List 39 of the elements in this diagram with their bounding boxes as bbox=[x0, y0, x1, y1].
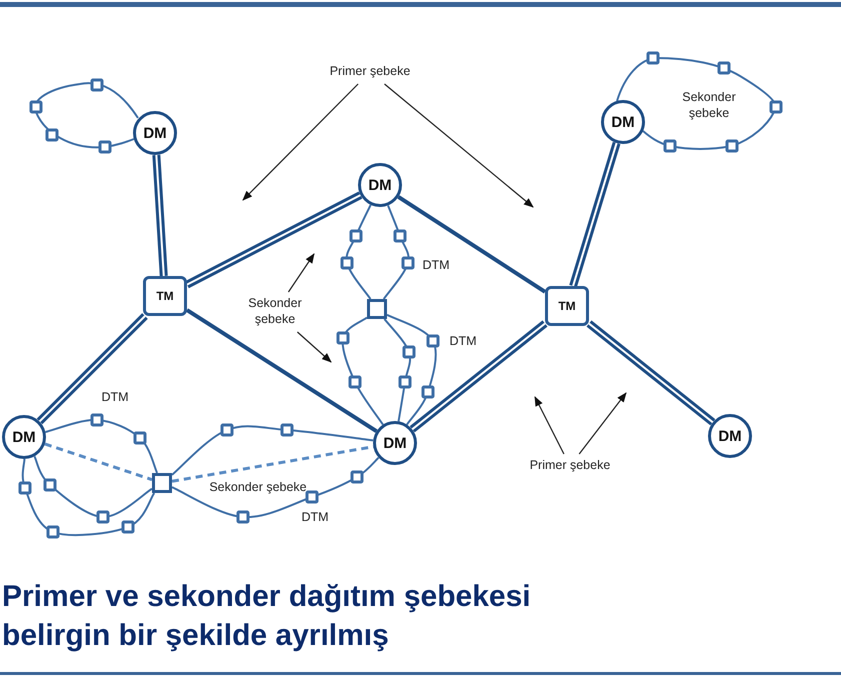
annotation-text: Primer şebeke bbox=[315, 63, 425, 81]
secondary-link-line bbox=[172, 456, 380, 518]
secondary-link-line bbox=[384, 318, 412, 422]
tm-box: TM bbox=[545, 286, 589, 326]
secondary-link-line bbox=[22, 458, 156, 536]
network-label: DTM bbox=[448, 334, 478, 350]
pointer-arrow bbox=[534, 396, 564, 454]
pointer-arrow bbox=[242, 84, 359, 201]
pointer-arrow bbox=[578, 392, 627, 454]
dm-circle: DM bbox=[373, 421, 417, 465]
dm-circle: DM bbox=[358, 163, 402, 207]
dm-circle: DM bbox=[708, 414, 752, 458]
primary-link-line bbox=[186, 308, 378, 433]
dashed-link-line bbox=[44, 442, 152, 482]
heading: Primer ve sekonder dağıtım şebekesi belirgin bir şekilde ayrılmış bbox=[2, 579, 532, 654]
dm-circle: DM bbox=[2, 415, 46, 459]
secondary-link-line bbox=[386, 314, 437, 426]
network-label: Sekonder şebeke bbox=[208, 480, 308, 496]
pointer-arrow bbox=[384, 84, 534, 208]
secondary-link-line bbox=[171, 425, 374, 476]
dm-circle: DM bbox=[601, 100, 645, 144]
network-label: DTM bbox=[100, 390, 130, 406]
network-label: DTM bbox=[421, 258, 451, 274]
secondary-link-line bbox=[382, 205, 410, 300]
annotation-text: Primer şebeke bbox=[515, 457, 625, 475]
secondary-link-line bbox=[346, 204, 372, 300]
network-label: Sekonder şebeke bbox=[681, 90, 737, 122]
annotation-text: Sekonder şebeke bbox=[235, 295, 315, 329]
network-label: DTM bbox=[300, 510, 330, 526]
secondary-link-line bbox=[34, 456, 153, 518]
tm-box: TM bbox=[143, 276, 187, 316]
hub-square bbox=[367, 299, 387, 319]
pointer-arrow bbox=[288, 253, 315, 292]
dm-circle: DM bbox=[133, 111, 177, 155]
secondary-link-line bbox=[342, 316, 384, 426]
hub-square bbox=[152, 473, 172, 493]
pointer-arrow bbox=[297, 332, 332, 363]
primary-link-line bbox=[397, 195, 546, 294]
secondary-link-line bbox=[45, 419, 158, 474]
